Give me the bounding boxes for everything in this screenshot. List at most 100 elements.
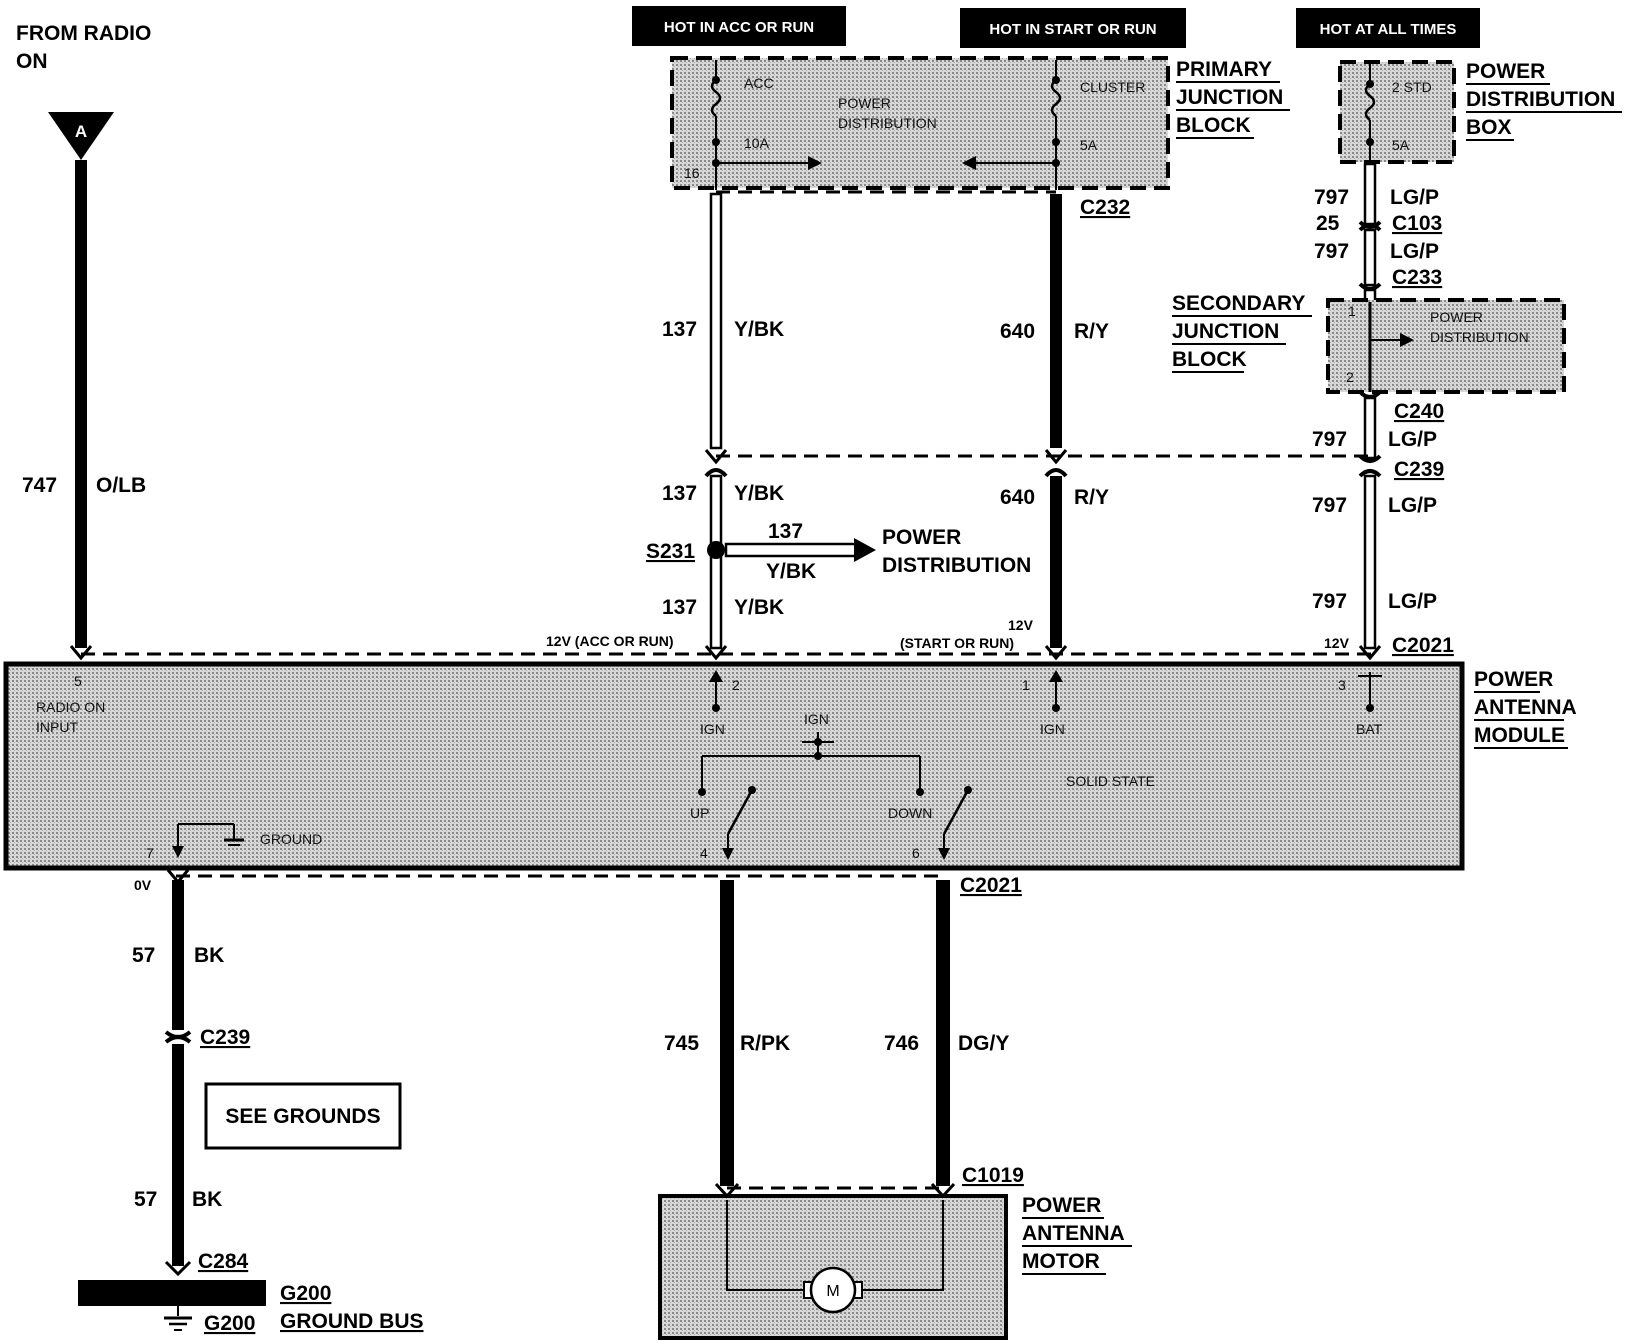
w797-c240-color: LG/P — [1388, 428, 1437, 451]
ground-bus-name: GROUND BUS — [280, 1310, 424, 1333]
secondary-arrow-icon — [1400, 333, 1414, 347]
pin1-label: 1 — [1022, 677, 1030, 693]
acc-fuse-name: ACC — [744, 75, 774, 91]
acc-arrow-icon — [808, 156, 822, 170]
header-start-box — [960, 8, 1186, 48]
w797-module-color: LG/P — [1388, 590, 1437, 613]
primary-inner-2: DISTRIBUTION — [838, 115, 937, 131]
pdb-title-1: POWER — [1466, 60, 1545, 83]
secondary-pin-2: 2 — [1346, 369, 1354, 385]
pin6-label: 6 — [912, 845, 920, 861]
w797-c240-circuit: 797 — [1312, 428, 1347, 451]
motor-symbol-letter: M — [826, 1283, 839, 1300]
acc-fuse-icon — [710, 79, 722, 117]
motor-title-1: POWER — [1022, 1194, 1101, 1217]
secondary-pin-1: 1 — [1348, 303, 1356, 319]
w797-c239-color: LG/P — [1388, 494, 1437, 517]
secondary-title-1: SECONDARY — [1172, 292, 1305, 315]
w797-c239-circuit: 797 — [1312, 494, 1347, 517]
w797-voltage: 12V — [1324, 635, 1350, 651]
w797-module-circuit: 797 — [1312, 590, 1347, 613]
pin2-label: 2 — [732, 677, 740, 693]
up-switch-icon — [726, 789, 754, 835]
connector-a-arrow-icon — [48, 112, 114, 160]
up-label: UP — [690, 805, 709, 821]
bat-label: BAT — [1356, 721, 1383, 737]
w640-voltage-2: (START OR RUN) — [900, 635, 1014, 651]
wire-745: 745 R/PK — [664, 880, 790, 1199]
w640-lower-circuit: 640 — [1000, 486, 1035, 509]
w640-lower-color: R/Y — [1074, 486, 1109, 509]
radio-input-2: INPUT — [36, 719, 78, 735]
w640-upper-circuit: 640 — [1000, 320, 1035, 343]
w746-circuit: 746 — [884, 1032, 919, 1055]
cluster-fuse-name: CLUSTER — [1080, 79, 1145, 95]
motor-symbol-icon — [809, 1266, 857, 1314]
header-always-box — [1296, 8, 1480, 48]
pdb-title-3: BOX — [1466, 116, 1512, 139]
power-headers: HOT IN ACC OR RUN HOT IN START OR RUN HO… — [632, 6, 1480, 48]
c284-label: C284 — [198, 1250, 249, 1273]
c233-label: C233 — [1392, 266, 1442, 289]
gw-upper-circuit: 57 — [132, 944, 155, 967]
w137-lower-circuit: 137 — [662, 596, 697, 619]
radio-input-1: RADIO ON — [36, 699, 105, 715]
primary-title-3: BLOCK — [1176, 114, 1251, 137]
power-antenna-motor: C1019 M POWER ANTENNA MOTOR — [658, 1164, 1132, 1340]
w745-color: R/PK — [740, 1032, 790, 1055]
secondary-title-2: JUNCTION — [1172, 320, 1279, 343]
gw-lower-circuit: 57 — [134, 1188, 157, 1211]
w797-c233-color: LG/P — [1390, 240, 1439, 263]
w745-circuit: 745 — [664, 1032, 699, 1055]
w797-c233-circuit: 797 — [1314, 240, 1349, 263]
pin5-label: 5 — [74, 673, 82, 689]
cluster-arrow-icon — [962, 156, 976, 170]
ground-bus-bar — [78, 1280, 266, 1306]
c240-label: C240 — [1394, 400, 1444, 423]
secondary-junction-block: 1 2 POWER DISTRIBUTION SECONDARY JUNCTIO… — [1172, 292, 1566, 394]
pdb-fuse-name: 2 STD — [1392, 79, 1432, 95]
pdb-fuse-rating: 5A — [1392, 137, 1410, 153]
w137-mid-color: Y/BK — [734, 482, 784, 505]
acc-pin: 16 — [684, 165, 700, 181]
cluster-fuse-rating: 5A — [1080, 137, 1098, 153]
see-grounds-box[interactable] — [204, 1082, 402, 1150]
gw-upper-color: BK — [194, 944, 224, 967]
c103-label: C103 — [1392, 212, 1442, 235]
c103-pin: 25 — [1316, 212, 1340, 235]
power-distribution-arrow-icon — [854, 538, 876, 562]
module-title-2: ANTENNA — [1474, 696, 1577, 719]
down-label: DOWN — [888, 805, 932, 821]
w137-branch-circuit: 137 — [768, 520, 803, 543]
wire-746: 746 DG/Y — [884, 880, 1009, 1199]
header-start-label: HOT IN START OR RUN — [989, 21, 1156, 38]
secondary-junction-body — [1326, 298, 1566, 394]
header-acc-label: HOT IN ACC OR RUN — [664, 19, 814, 36]
w797-c103-circuit: 797 — [1314, 186, 1349, 209]
g200-bus-label: G200 — [280, 1282, 331, 1305]
pdb-fuse-icon — [1364, 83, 1376, 121]
w640-voltage-1: 12V — [1008, 617, 1034, 633]
g200-ground-label: G200 — [204, 1312, 255, 1335]
header-always-label: HOT AT ALL TIMES — [1320, 21, 1457, 38]
w746-color: DG/Y — [958, 1032, 1009, 1055]
wire-797: 797 LG/P 25 C103 797 LG/P C233 C240 797 … — [1312, 162, 1444, 661]
w747-color: O/LB — [96, 474, 146, 497]
radio-source: FROM RADIO ON A — [16, 22, 151, 160]
header-acc-box — [632, 6, 846, 46]
solid-state-label: SOLID STATE — [1066, 773, 1155, 789]
connector-a-letter: A — [75, 122, 87, 141]
motor-title-2: ANTENNA — [1022, 1222, 1125, 1245]
module-title-1: POWER — [1474, 668, 1553, 691]
module-body — [3, 661, 1465, 871]
module-title-3: MODULE — [1474, 724, 1565, 747]
secondary-title-3: BLOCK — [1172, 348, 1247, 371]
ign3-label: IGN — [1040, 721, 1065, 737]
w137-branch-color: Y/BK — [766, 560, 816, 583]
ign2-label: IGN — [804, 711, 829, 727]
power-distribution-box: 2 STD 5A POWER DISTRIBUTION BOX — [1338, 60, 1622, 164]
cluster-fuse-icon — [1050, 79, 1062, 117]
secondary-inner-1: POWER — [1430, 309, 1483, 325]
pdb-body — [1338, 60, 1456, 164]
c2021-top-label: C2021 — [1392, 634, 1454, 657]
